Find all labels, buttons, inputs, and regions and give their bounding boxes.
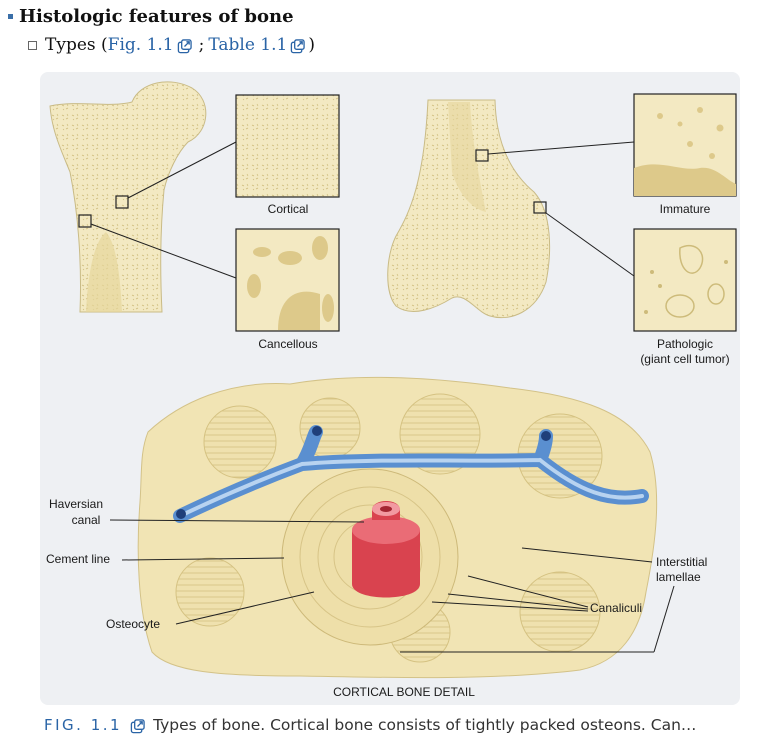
label-canaliculi: Canaliculi	[590, 601, 642, 615]
external-link-icon[interactable]	[130, 718, 145, 734]
caption-fig-id[interactable]: FIG. 1.1	[44, 716, 123, 734]
separator: ;	[198, 35, 205, 55]
pathologic-sample	[633, 228, 737, 332]
label-pathologic-2: (giant cell tumor)	[640, 352, 729, 366]
external-link-icon[interactable]	[290, 38, 306, 54]
label-cancellous: Cancellous	[258, 337, 317, 351]
label-detail-title: CORTICAL BONE DETAIL	[333, 685, 475, 699]
section-heading: Histologic features of bone	[8, 2, 294, 30]
label-haversian-2: canal	[72, 513, 101, 527]
label-cement-line: Cement line	[46, 552, 110, 566]
types-label: Types (	[45, 35, 108, 55]
bullet-hollow-icon	[28, 40, 37, 50]
cancellous-sample	[235, 228, 340, 332]
cortical-sample	[235, 94, 340, 198]
label-immature: Immature	[660, 202, 711, 216]
label-interstitial-2: lamellae	[656, 570, 701, 584]
femur-illustration	[49, 81, 237, 313]
distal-femur-illustration	[387, 99, 635, 319]
label-haversian-1: Haversian	[49, 497, 103, 511]
closing-paren: )	[308, 35, 315, 55]
section-title: Histologic features of bone	[19, 5, 294, 27]
label-osteocyte: Osteocyte	[106, 617, 160, 631]
immature-sample	[633, 93, 737, 197]
label-cortical: Cortical	[268, 202, 309, 216]
bullet-square-icon	[8, 13, 13, 19]
types-line: Types ( Fig. 1.1 ; Table 1.1 )	[28, 31, 315, 59]
figure-1-1[interactable]: Cortical Cancellous	[40, 72, 740, 705]
figure-caption: FIG. 1.1 Types of bone. Cortical bone co…	[44, 711, 734, 739]
caption-text: Types of bone. Cortical bone consists of…	[153, 716, 697, 734]
cortical-bone-detail	[137, 376, 658, 679]
label-pathologic-1: Pathologic	[657, 337, 713, 351]
fig-1-1-link[interactable]: Fig. 1.1	[107, 35, 174, 55]
table-1-1-link[interactable]: Table 1.1	[208, 35, 288, 55]
bone-types-illustration: Cortical Cancellous	[46, 81, 737, 699]
external-link-icon[interactable]	[177, 38, 192, 54]
label-interstitial-1: Interstitial	[656, 555, 707, 569]
